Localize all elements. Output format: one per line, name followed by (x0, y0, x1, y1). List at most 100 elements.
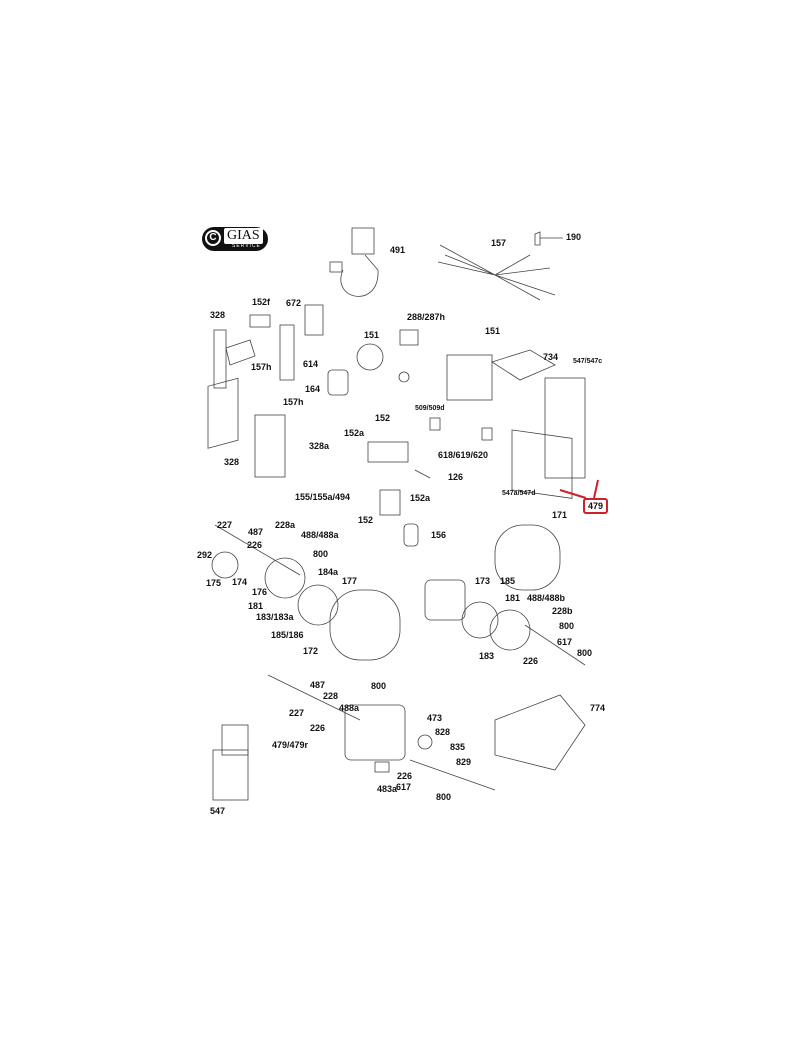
part-547a-cover (511, 429, 573, 499)
part-label-185-186: 185/186 (271, 630, 304, 640)
part-509 (429, 417, 441, 431)
part-label-157h: 157h (283, 397, 304, 407)
part-label-835: 835 (450, 742, 466, 752)
part-label-547a-547d: 547a/547d (502, 490, 536, 497)
part-label-488a: 488a (339, 703, 360, 713)
part-label-183-183a: 183/183a (256, 612, 294, 622)
part-774-cover (494, 694, 586, 771)
part-172-stator (329, 589, 401, 661)
part-label-618-619-620: 618/619/620 (438, 450, 489, 460)
part-label-479-479r: 479/479r (272, 740, 309, 750)
part-label-328: 328 (224, 457, 240, 467)
part-label-151: 151 (364, 330, 380, 340)
part-label-177: 177 (342, 576, 358, 586)
part-label-800: 800 (313, 549, 329, 559)
highlight-arrows (559, 479, 599, 499)
part-151-timer (356, 343, 384, 371)
part-614 (279, 324, 295, 381)
part-156-capacitor (403, 523, 419, 547)
part-label-487: 487 (310, 680, 326, 690)
part-label-547-547c: 547/547c (573, 358, 603, 365)
part-491-housing (351, 227, 375, 255)
part-label-175: 175 (206, 578, 222, 588)
logo-mark: C (205, 230, 221, 246)
part-label-228: 228 (323, 691, 339, 701)
part-618 (481, 427, 493, 441)
part-label-509-509d: 509/509d (415, 405, 445, 412)
part-label-176: 176 (252, 587, 268, 597)
part-672 (304, 304, 324, 336)
part-label-227: 227 (217, 520, 233, 530)
part-126 (414, 469, 431, 479)
part-label-152: 152 (358, 515, 374, 525)
part-547-box (212, 749, 249, 801)
part-label-185: 185 (500, 576, 516, 586)
part-label-800: 800 (371, 681, 387, 691)
part-label-828: 828 (435, 727, 451, 737)
part-label-156: 156 (431, 530, 447, 540)
part-label-800: 800 (436, 792, 452, 802)
part-181-endshield-2 (489, 609, 531, 651)
highlighted-part-label: 479 (583, 498, 609, 514)
part-190-clip (534, 231, 563, 246)
part-label-171: 171 (552, 510, 568, 520)
part-label-617: 617 (557, 637, 573, 647)
part-label-487: 487 (248, 527, 264, 537)
gias-service-logo: C GIAS SERVICE (202, 227, 268, 251)
part-label-614: 614 (303, 359, 319, 369)
part-label-292: 292 (197, 550, 213, 560)
part-label-155-155a-494: 155/155a/494 (295, 492, 351, 502)
logo-subtitle: SERVICE (232, 243, 261, 249)
part-label-829: 829 (456, 757, 472, 767)
part-label-181: 181 (505, 593, 521, 603)
part-label-774: 774 (590, 703, 606, 713)
part-479-board (221, 724, 249, 756)
part-label-488-488b: 488/488b (527, 593, 566, 603)
part-label-164: 164 (305, 384, 321, 394)
part-label-226: 226 (523, 656, 539, 666)
part-label-488-488a: 488/488a (301, 530, 339, 540)
part-label-491: 491 (390, 245, 406, 255)
part-label-483a: 483a (377, 784, 398, 794)
part-label-174: 174 (232, 577, 248, 587)
part-label-226: 226 (310, 723, 326, 733)
part-491-cable (340, 254, 379, 297)
part-label-227: 227 (289, 708, 305, 718)
part-label-181: 181 (248, 601, 264, 611)
part-734-sheet (491, 349, 556, 381)
part-164-capacitor (327, 369, 349, 396)
part-173-rotor (424, 579, 466, 621)
part-label-157h: 157h (251, 362, 272, 372)
part-label-672: 672 (286, 298, 302, 308)
part-label-328a: 328a (309, 441, 330, 451)
part-175-pulley (211, 551, 239, 579)
part-label-226: 226 (397, 771, 413, 781)
part-328-board (213, 329, 227, 389)
part-483a (374, 761, 390, 773)
part-label-190: 190 (566, 232, 582, 242)
part-label-157: 157 (491, 238, 507, 248)
part-label-173: 173 (475, 576, 491, 586)
part-label-734: 734 (543, 352, 559, 362)
part-label-152a: 152a (344, 428, 365, 438)
part-828 (417, 734, 433, 750)
part-label-152f: 152f (252, 297, 271, 307)
part-617-rod (524, 624, 586, 666)
part-288-bulb (398, 371, 410, 383)
part-151-programmer (446, 354, 493, 401)
part-label-547: 547 (210, 806, 226, 816)
part-157-harness (437, 244, 556, 301)
logo-brand: GIAS (224, 228, 263, 244)
part-152a-block (379, 489, 401, 516)
part-label-228b: 228b (552, 606, 573, 616)
part-label-473: 473 (427, 713, 443, 723)
part-328a-panel (254, 414, 286, 478)
part-label-617: 617 (396, 782, 412, 792)
part-label-152a: 152a (410, 493, 431, 503)
part-288-thermostat (399, 329, 419, 346)
part-label-152: 152 (375, 413, 391, 423)
part-157h-ribbon (225, 339, 256, 366)
part-152f (249, 314, 271, 328)
